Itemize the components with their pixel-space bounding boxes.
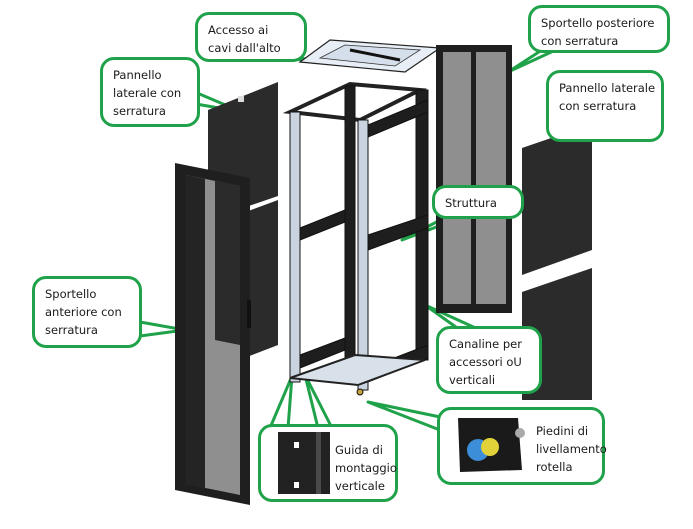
callout-line: laterale con bbox=[113, 86, 182, 100]
callout-line: rotella bbox=[536, 460, 573, 474]
callout-front-door: Sportello anteriore con serratura bbox=[32, 276, 142, 348]
callout-leveling-feet: Piedini di livellamento rotella bbox=[437, 407, 607, 485]
leader-vertical-rail-a bbox=[268, 374, 294, 430]
leader-vertical-rail-b bbox=[303, 373, 334, 430]
callout-line: con serratura bbox=[559, 99, 637, 113]
top-cable-access-plate bbox=[298, 39, 442, 73]
callout-line: Struttura bbox=[445, 196, 497, 210]
callout-line: montaggio bbox=[335, 461, 397, 475]
callout-line: verticale bbox=[335, 479, 385, 493]
callout-line: Accesso ai bbox=[208, 23, 269, 37]
callout-line: Guida di bbox=[335, 443, 383, 457]
callout-frame: Struttura bbox=[432, 185, 524, 219]
callout-line: cavi dall'alto bbox=[208, 41, 281, 55]
callout-line: Sportello bbox=[45, 287, 97, 301]
callout-right-side-panel: Pannello laterale con serratura bbox=[546, 70, 664, 142]
callout-line: serratura bbox=[45, 323, 98, 337]
callout-line: serratura bbox=[113, 104, 166, 118]
callout-line: Piedini di bbox=[536, 424, 589, 438]
callout-accessory-channels: Canaline per accessori oU verticali bbox=[436, 326, 542, 394]
rack-frame bbox=[282, 81, 429, 396]
callout-top-cable-access: Accesso ai cavi dall'alto bbox=[195, 12, 307, 62]
callout-left-side-panel: Pannello laterale con serratura bbox=[100, 57, 200, 127]
front-door bbox=[175, 163, 251, 505]
rear-door bbox=[436, 45, 512, 313]
callout-line: anteriore con bbox=[45, 305, 122, 319]
callout-line: Sportello posteriore bbox=[541, 16, 655, 30]
callout-line: livellamento bbox=[536, 442, 607, 456]
callout-rear-door: Sportello posteriore con serratura bbox=[528, 5, 670, 53]
callout-line: accessori oU bbox=[449, 355, 522, 369]
callout-vertical-rail: Guida di montaggio verticale bbox=[258, 424, 398, 502]
callout-line: verticali bbox=[449, 373, 496, 387]
callout-line: Pannello laterale bbox=[559, 81, 656, 95]
callout-line: Pannello bbox=[113, 68, 162, 82]
callout-line: Canaline per bbox=[449, 337, 522, 351]
callout-line: con serratura bbox=[541, 34, 619, 48]
